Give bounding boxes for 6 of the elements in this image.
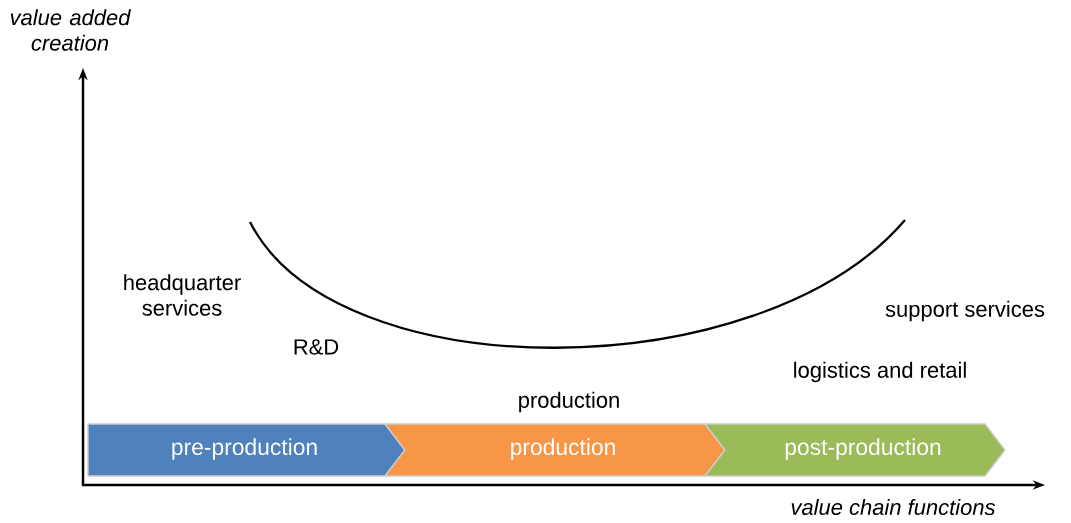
curve-label: R&D [294,339,339,355]
curve-label: support services [885,300,1045,322]
curve-label: headquarter services [124,274,241,316]
axis-label: value chain functions [791,498,996,516]
curve-label: logistics and retail [794,361,966,383]
axis-label: value added creation [10,9,131,51]
